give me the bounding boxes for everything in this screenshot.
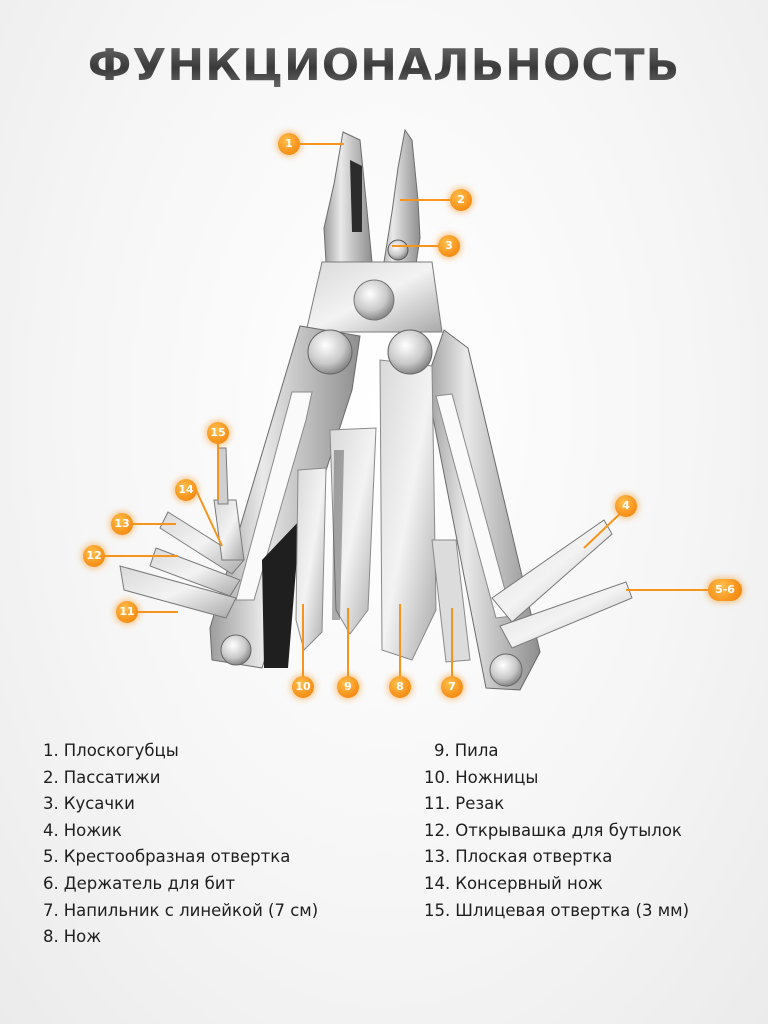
callout-badge-15: 15 [207,422,229,444]
file-ruler [431,539,471,663]
item-text: Пила [454,741,499,760]
list-item: 1.Плоскогубцы [43,738,318,765]
right-top-pivot [387,329,433,375]
item-text: Плоская отвертка [455,847,613,867]
bit-holder [499,581,633,649]
callout-badge-4: 4 [615,495,637,517]
callout-badge-11: 11 [116,601,138,623]
item-text: Резак [455,794,505,814]
list-item: 5.Крестообразная отвертка [43,844,318,871]
item-number: 2. [43,767,59,787]
multitool-image [104,128,722,691]
list-item: 10.Ножницы [424,765,689,792]
item-text: Ножик [63,820,122,840]
callout-badge-2: 2 [450,189,472,211]
list-item: 3.Кусачки [43,791,318,818]
slotted-screwdriver [217,447,229,505]
item-text: Ножницы [455,767,539,787]
callout-badge-12: 12 [83,545,105,567]
item-number: 11. [424,794,451,814]
item-text: Держатель для бит [63,873,236,893]
item-number: 7. [43,900,59,920]
list-item: 15.Шлицевая отвертка (3 мм) [424,898,689,925]
scissors [295,467,327,651]
item-text: Нож [63,927,102,947]
callout-badge-14: 14 [175,479,197,501]
item-number: 8. [43,927,59,947]
item-text: Плоскогубцы [63,741,179,760]
saw-blade [329,427,377,635]
knife-small [491,519,613,623]
list-item: 9.Пила [424,738,689,765]
item-text: Напильник с линейкой (7 см) [63,900,319,920]
list-item: 4.Ножик [43,818,318,845]
list-item: 8.Нож [43,924,318,951]
callout-badge-3: 3 [438,235,460,257]
item-number: 9. [434,741,450,760]
item-number: 12. [424,820,451,840]
item-number: 5. [43,847,59,867]
plier-teeth [350,160,362,232]
callout-badge-1: 1 [278,133,300,155]
list-item: 11.Резак [424,791,689,818]
callout-badge-9: 9 [337,676,359,698]
page-title: ФУНКЦИОНАЛЬНОСТЬ [0,40,768,91]
right-bottom-pivot [489,653,523,687]
cutter-pivot [387,239,409,261]
left-handle-dark-insert [262,520,300,668]
item-number: 14. [424,873,451,893]
left-bottom-pivot [220,634,252,666]
callout-lines [104,143,722,688]
saw-teeth [332,450,344,620]
item-number: 15. [424,900,451,920]
callout-badge-10: 10 [292,676,314,698]
item-text: Консервный нож [455,873,603,893]
list-item: 7.Напильник с линейкой (7 см) [43,898,318,925]
item-text: Крестообразная отвертка [63,847,291,867]
features-list-right: 9.Пила 10.Ножницы 11.Резак 12.Открывашка… [424,738,689,924]
list-item: 2.Пассатижи [43,765,318,792]
knife-blade [379,359,437,661]
item-number: 1. [43,741,59,760]
item-text: Кусачки [63,794,135,814]
features-list-left: 1.Плоскогубцы 2.Пассатижи 3.Кусачки 4.Но… [43,738,318,951]
list-item: 6.Держатель для бит [43,871,318,898]
callout-badge-5-6: 5-6 [708,579,742,601]
list-item: 14.Консервный нож [424,871,689,898]
left-top-pivot [307,329,353,375]
item-number: 10. [424,767,451,787]
plier-pivot [353,279,395,321]
list-item: 13.Плоская отвертка [424,844,689,871]
callout-badge-7: 7 [441,676,463,698]
item-text: Пассатижи [63,767,161,787]
item-text: Открывашка для бутылок [455,820,682,840]
item-number: 3. [43,794,59,814]
left-handle-cutout [235,391,313,601]
item-number: 4. [43,820,59,840]
item-text: Шлицевая отвертка (3 мм) [455,900,690,920]
cutter-tool [119,565,237,619]
list-item: 12.Открывашка для бутылок [424,818,689,845]
item-number: 13. [424,847,451,867]
callout-badge-13: 13 [111,513,133,535]
item-number: 6. [43,873,59,893]
callout-badge-8: 8 [389,676,411,698]
